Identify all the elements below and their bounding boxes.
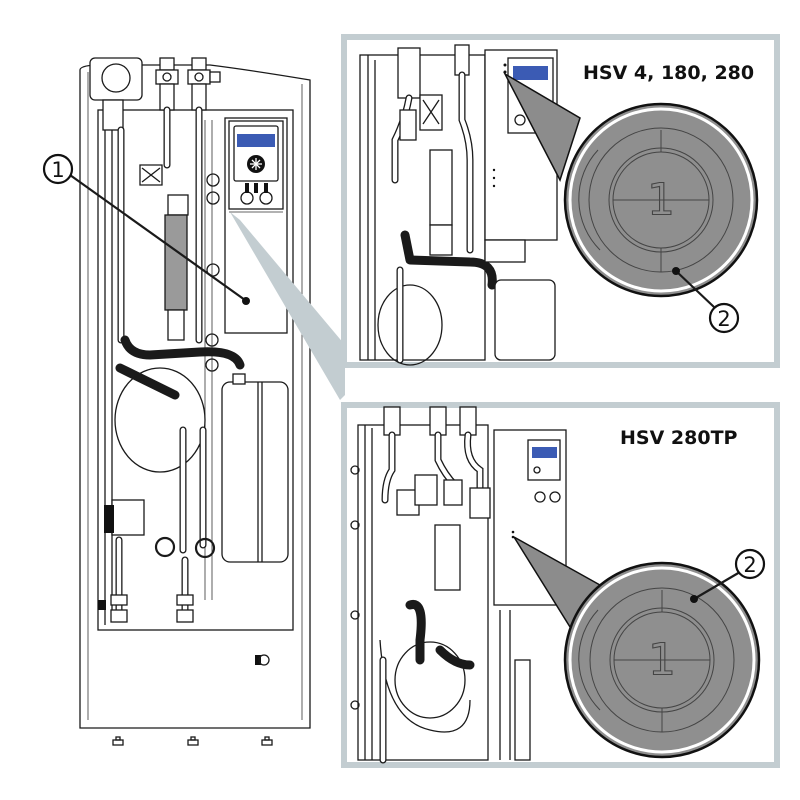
callout-2-top-dot [672, 267, 680, 275]
circulation-pump [111, 499, 145, 536]
callout-2-top-leader [675, 270, 715, 308]
panel-top-badge: 1 [563, 102, 759, 298]
callout-1-leader [69, 174, 246, 301]
callout-2-bottom-circle [734, 548, 766, 580]
panel-bottom-badge: 1 [563, 561, 761, 759]
top-valves [155, 57, 221, 111]
cabinet-outline [79, 64, 311, 729]
callout-2-top-circle [708, 302, 740, 334]
badge-number-1: 1 [648, 635, 676, 686]
control-box [224, 117, 288, 334]
callout-2-bottom-leader [693, 571, 741, 600]
badge-number-1: 1 [647, 175, 675, 226]
expansion-vessel [221, 381, 289, 563]
panel-top-magnify-wedge [503, 72, 581, 182]
callout-1-label: 1 [51, 158, 64, 182]
drain-valve [255, 655, 261, 665]
panel-top-title: HSV 4, 180, 280 [583, 62, 754, 84]
callout-2-bottom-dot [690, 595, 698, 603]
black-hose [120, 335, 245, 370]
main-unit-drawing: 1 [42, 57, 311, 746]
callout-1-circle [42, 153, 74, 185]
callout-1-dot [242, 297, 250, 305]
display-screen [237, 134, 275, 147]
compressor [114, 367, 206, 473]
callout-2-top-label: 2 [717, 307, 730, 331]
detail-panel-top: HSV 4, 180, 280 [341, 34, 780, 368]
filter-cylinder [164, 214, 188, 311]
panel-bottom-title: HSV 280TP [620, 427, 738, 449]
zoom-indicator-wedge [230, 212, 345, 400]
callout-2-bottom-label: 2 [743, 553, 756, 577]
detail-panel-bottom: HSV 280TP [341, 402, 780, 768]
unit-feet [112, 736, 273, 746]
